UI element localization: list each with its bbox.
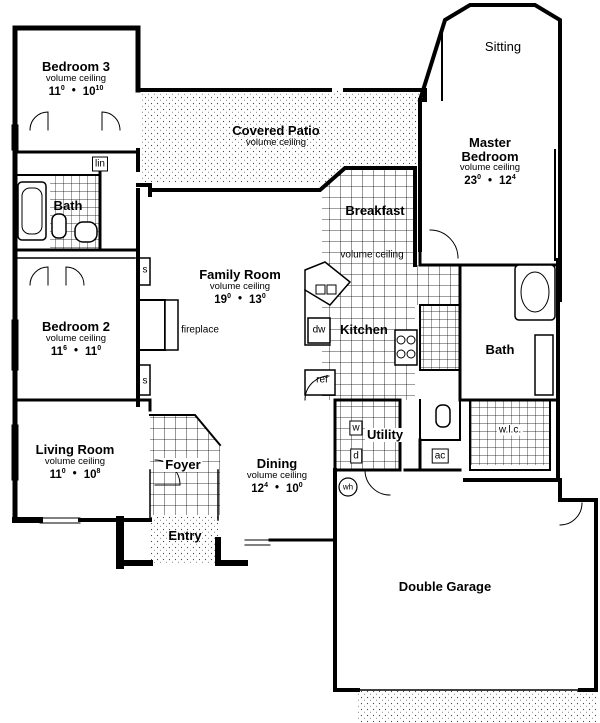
room-name: Master Bedroom — [461, 135, 519, 164]
room-name: Bedroom 2 — [42, 319, 110, 334]
master-bedroom-label: Master Bedroom volume ceiling 230•124 — [450, 136, 530, 187]
bedroom3-label: Bedroom 3 volume ceiling 110•1010 — [42, 60, 110, 98]
kitchen-sink-icon — [315, 284, 337, 295]
bedroom2-label: Bedroom 2 volume ceiling 116•110 — [42, 320, 110, 358]
foyer-label: Foyer — [163, 457, 203, 472]
garage-label: Double Garage — [399, 580, 491, 594]
ceiling-note: volume ceiling — [45, 332, 107, 344]
ceiling-note: volume ceiling — [459, 162, 521, 174]
fireplace-label: fireplace — [181, 324, 219, 336]
room-dimensions: 110•108 — [49, 467, 101, 481]
room-name: Family Room — [199, 267, 281, 282]
washer-label: w — [349, 420, 363, 436]
room-name: Foyer — [165, 457, 201, 472]
room-dimensions: 230•124 — [464, 174, 516, 188]
shelf-label: s — [142, 375, 148, 387]
ceiling-note: volume ceiling — [246, 469, 308, 481]
room-dimensions: 110•1010 — [48, 84, 104, 98]
room-name: Bedroom 3 — [42, 59, 110, 74]
room-name: Entry — [168, 528, 202, 543]
room-dimensions: 190•130 — [214, 292, 266, 306]
linen-closet-label: lin — [91, 156, 109, 172]
room-name: Sitting — [484, 39, 522, 54]
kitchen-label: Kitchen — [340, 323, 388, 337]
garage-apron — [358, 690, 596, 723]
walk-in-closet-label: w.l.c. — [496, 424, 524, 436]
living-room-label: Living Room volume ceiling 110•108 — [36, 443, 115, 481]
bath-master-tile — [420, 305, 460, 370]
room-dimensions: 116•110 — [50, 344, 102, 358]
bath-left-label: Bath — [54, 199, 83, 213]
refrigerator-label: ref — [316, 374, 328, 386]
room-name: Bath — [485, 342, 515, 357]
room-name: Dining — [256, 456, 298, 471]
ceiling-note: volume ceiling — [245, 136, 307, 148]
room-name: Double Garage — [398, 579, 492, 594]
room-dimensions: 124•100 — [251, 481, 303, 495]
dishwasher-label: dw — [312, 324, 326, 336]
room-name: Utility — [366, 427, 404, 442]
sitting-label: Sitting — [485, 40, 521, 54]
shelf-label: s — [142, 264, 148, 276]
room-name: Breakfast — [345, 203, 405, 218]
entry-label: Entry — [168, 529, 201, 543]
entry-area — [150, 515, 218, 565]
ceiling-note: volume ceiling — [44, 455, 106, 467]
breakfast-ceiling-note: volume ceiling — [340, 249, 404, 261]
family-room-label: Family Room volume ceiling 190•130 — [199, 268, 281, 306]
utility-label: Utility — [364, 427, 406, 442]
range-icon — [396, 335, 416, 359]
water-heater-icon — [338, 477, 358, 497]
room-name: Covered Patio — [232, 123, 320, 138]
covered-patio-label: Covered Patio volume ceiling — [232, 124, 319, 148]
breakfast-label: Breakfast — [345, 204, 404, 218]
ceiling-note: volume ceiling — [209, 280, 271, 292]
room-name: Bath — [53, 198, 83, 213]
breakfast-kitchen-tile — [322, 170, 460, 470]
master-bath-label: Bath — [486, 343, 515, 357]
dryer-label: d — [350, 448, 362, 464]
ceiling-note: volume ceiling — [45, 72, 107, 84]
dining-label: Dining volume ceiling 124•100 — [247, 457, 307, 495]
water-heater-label: wh — [342, 482, 354, 492]
room-name: Living Room — [35, 442, 115, 457]
ac-label: ac — [431, 448, 449, 464]
room-name: Kitchen — [340, 322, 388, 337]
